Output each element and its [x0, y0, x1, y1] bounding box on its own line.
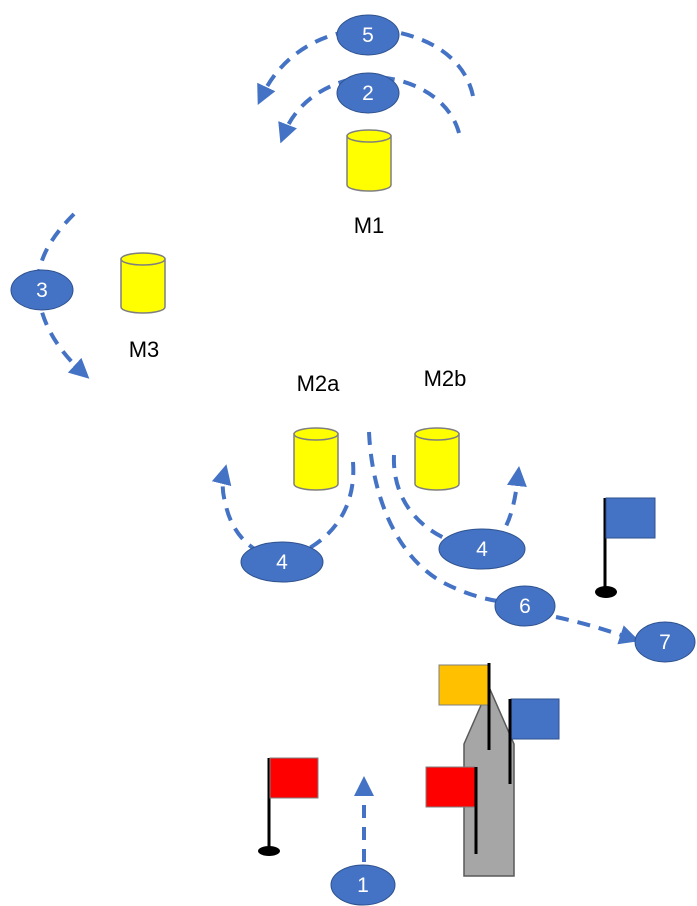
flag-red-boat: [425, 766, 478, 854]
route-step-4-left: [211, 461, 356, 560]
flag-blue-right: [595, 497, 656, 598]
step-number-2: 2: [362, 82, 374, 105]
buoy-icon: [346, 129, 392, 192]
step-number-6: 6: [519, 595, 531, 618]
step-number-4-left: 4: [276, 551, 288, 574]
step-number-4-right: 4: [476, 538, 488, 561]
mark-label-m2b: M2b: [424, 366, 467, 391]
flag-red-left: [258, 757, 319, 856]
step-badge-5: 5: [336, 14, 400, 56]
buoy-m1: [346, 129, 392, 192]
route-step-4-right: [391, 454, 527, 549]
flag-orange-boat: [438, 663, 491, 750]
mark-label-m1: M1: [354, 213, 385, 238]
step-badge-4-left: 4: [240, 541, 324, 583]
flag-icon: [258, 757, 319, 856]
step-badge-4-right: 4: [438, 528, 526, 570]
route-step-3: [35, 212, 90, 379]
step-number-1: 1: [357, 874, 369, 897]
mark-label-m3: M3: [129, 337, 160, 362]
committee-boat: [425, 663, 560, 877]
flag-blue-boat: [508, 698, 560, 784]
mark-label-m2a: M2a: [297, 371, 341, 396]
route-step-7: [555, 615, 640, 645]
step-badge-3: 3: [10, 269, 74, 311]
buoy-m3: [120, 252, 166, 314]
step-number-3: 3: [36, 279, 48, 302]
route-step-2: [278, 75, 461, 144]
step-badge-7: 7: [634, 621, 696, 663]
step-badge-2: 2: [336, 72, 400, 114]
buoy-icon: [120, 252, 166, 314]
flag-icon: [595, 497, 656, 598]
step-badge-6: 6: [494, 585, 556, 627]
route-step-5: [257, 27, 475, 106]
buoy-icon: [293, 427, 339, 491]
step-number-7: 7: [659, 631, 671, 654]
buoy-icon: [414, 427, 460, 491]
step-badge-1: 1: [330, 864, 396, 906]
route-step-6: [367, 431, 505, 604]
buoy-m2b: [414, 427, 460, 491]
step-number-5: 5: [362, 24, 374, 47]
buoy-m2a: [293, 427, 339, 491]
